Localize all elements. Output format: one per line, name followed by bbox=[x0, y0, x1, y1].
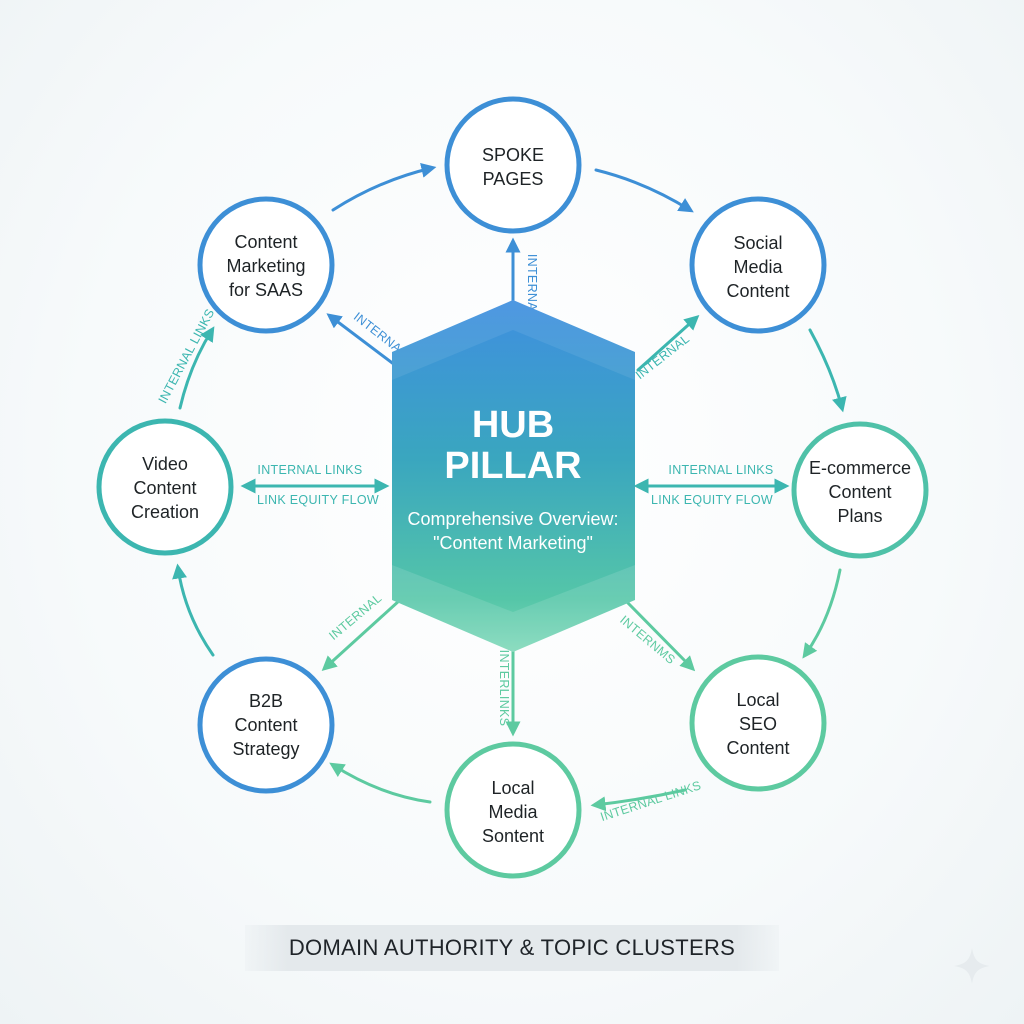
ring-arrow-saas-to-spoke bbox=[331, 163, 437, 212]
node-spoke-pages-line2: PAGES bbox=[483, 169, 544, 189]
node-local-media-line2: Media bbox=[488, 802, 538, 822]
label-video-link-equity: LINK EQUITY FLOW bbox=[257, 493, 379, 507]
node-social-media-content[interactable]: Social Media Content bbox=[689, 196, 827, 334]
ring-arrows bbox=[172, 163, 847, 812]
node-video-line1: Video bbox=[142, 454, 188, 474]
node-video-line2: Content bbox=[133, 478, 196, 498]
node-local-seo-content[interactable]: Local SEO Content bbox=[689, 654, 827, 792]
ring-arrow-social-to-ecommerce bbox=[808, 328, 847, 413]
label-ring-internal-links-left: INTERNAL LINKS bbox=[156, 306, 218, 405]
node-spoke-pages-circle bbox=[444, 96, 582, 234]
node-social-media-content-circle bbox=[689, 196, 827, 334]
label-video-internal-links: INTERNAL LINKS bbox=[257, 463, 362, 477]
caption-title: DOMAIN AUTHORITY & TOPIC CLUSTERS bbox=[288, 935, 736, 960]
node-social-line1: Social bbox=[733, 233, 782, 253]
hub-subtitle-line2: "Content Marketing" bbox=[433, 533, 593, 553]
node-local-media-sontent[interactable]: Local Media Sontent bbox=[444, 741, 582, 879]
node-b2b-circle bbox=[197, 656, 335, 794]
node-ecommerce-circle bbox=[791, 421, 929, 559]
node-local-seo-line2: SEO bbox=[739, 714, 777, 734]
ring-arrow-spoke-to-social bbox=[594, 168, 694, 213]
node-spoke-pages[interactable]: SPOKE PAGES bbox=[444, 96, 582, 234]
node-saas-line3: for SAAS bbox=[229, 280, 303, 300]
node-b2b-line2: Content bbox=[234, 715, 297, 735]
ring-arrow-localseo-to-localmedia bbox=[590, 788, 687, 812]
node-spoke-pages-line1: SPOKE bbox=[482, 145, 544, 165]
node-b2b-content-strategy[interactable]: B2B Content Strategy bbox=[197, 656, 335, 794]
hub-pillar: HUB PILLAR Comprehensive Overview: "Cont… bbox=[392, 300, 635, 652]
node-video-circle bbox=[96, 418, 234, 556]
ring-arrow-video-to-saas bbox=[178, 326, 215, 410]
node-ecommerce-line1: E-commerce bbox=[809, 458, 911, 478]
hub-hexagon-lower-band bbox=[392, 565, 635, 652]
node-local-seo-circle bbox=[689, 654, 827, 792]
label-ecommerce-internal-links: INTERNAL LINKS bbox=[668, 463, 773, 477]
node-ecommerce-line3: Plans bbox=[837, 506, 882, 526]
sparkle-icon bbox=[954, 948, 990, 984]
hub-hexagon bbox=[392, 300, 635, 652]
label-b2b-internal: INTERNAL bbox=[326, 591, 384, 643]
label-spoke-vertical-internal: INTERNAL bbox=[525, 254, 539, 318]
ring-arrow-localmedia-to-b2b bbox=[329, 762, 432, 804]
node-saas-line2: Marketing bbox=[226, 256, 305, 276]
hub-subtitle-line1: Comprehensive Overview: bbox=[407, 509, 618, 529]
label-social-internal: INTERNAL bbox=[633, 332, 692, 383]
label-ecommerce-link-equity: LINK EQUITY FLOW bbox=[651, 493, 773, 507]
hub-arrow-to-b2b bbox=[321, 598, 402, 672]
node-b2b-line3: Strategy bbox=[232, 739, 299, 759]
caption-banner: DOMAIN AUTHORITY & TOPIC CLUSTERS bbox=[245, 925, 779, 971]
node-local-media-line1: Local bbox=[491, 778, 534, 798]
ring-arrow-b2b-to-video bbox=[172, 563, 215, 657]
node-local-seo-line1: Local bbox=[736, 690, 779, 710]
node-saas-line1: Content bbox=[234, 232, 297, 252]
node-b2b-line1: B2B bbox=[249, 691, 283, 711]
node-video-line3: Creation bbox=[131, 502, 199, 522]
node-social-line2: Media bbox=[733, 257, 783, 277]
hub-arrow-to-local-seo bbox=[623, 598, 696, 672]
node-saas-circle bbox=[197, 196, 335, 334]
hub-title-line1: HUB bbox=[472, 404, 554, 446]
hub-hexagon-highlight bbox=[392, 300, 635, 380]
hub-arrow-to-social bbox=[636, 314, 700, 372]
node-social-line3: Content bbox=[726, 281, 789, 301]
node-content-marketing-saas[interactable]: Content Marketing for SAAS bbox=[197, 196, 335, 334]
node-local-seo-line3: Content bbox=[726, 738, 789, 758]
hub-arrow-to-saas bbox=[326, 313, 397, 367]
hub-arrows bbox=[240, 237, 790, 737]
ring-arrow-ecommerce-to-localseo bbox=[802, 568, 842, 659]
node-ecommerce-content-plans[interactable]: E-commerce Content Plans bbox=[791, 421, 929, 559]
node-video-content-creation[interactable]: Video Content Creation bbox=[96, 418, 234, 556]
label-localmedia-vertical-interlinks: INTERLINKS bbox=[497, 650, 511, 727]
node-local-media-line3: Sontent bbox=[482, 826, 544, 846]
hub-title-line2: PILLAR bbox=[444, 445, 581, 487]
node-local-media-circle bbox=[444, 741, 582, 879]
node-ecommerce-line2: Content bbox=[828, 482, 891, 502]
